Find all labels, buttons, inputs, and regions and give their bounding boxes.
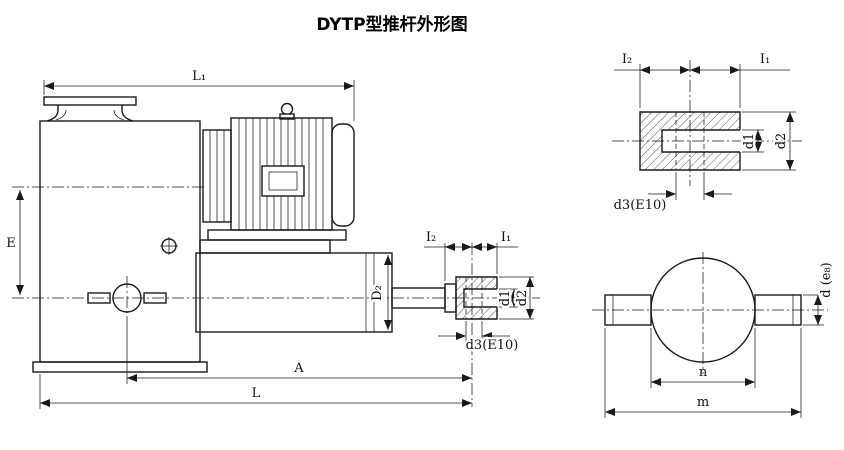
housing <box>32 120 208 373</box>
top-flange-bell <box>43 96 137 122</box>
dim-D2: D₂ <box>368 255 392 330</box>
terminal-box <box>261 165 305 197</box>
end-dim-label-d: d (e₈) <box>819 262 834 298</box>
dim-label-l2: I₂ <box>426 230 436 245</box>
end-dim-m: m <box>604 328 802 418</box>
fork-dim-label-d1: d1 <box>742 133 757 150</box>
dim-E: E <box>6 190 24 295</box>
fork-dim-label-l2: I₂ <box>622 52 632 67</box>
end-dim-label-m: m <box>697 395 709 410</box>
fork-detail-view: I₂ I₁ d1 d2 d3(E10) <box>611 52 802 216</box>
dim-label-L: L <box>252 386 261 401</box>
dim-label-d3: d3(E10) <box>466 338 519 353</box>
fork-dim-label-l1: I₁ <box>760 52 770 67</box>
dim-L1: L₁ <box>43 69 355 121</box>
motor-end-cap <box>331 123 355 227</box>
eye-bolt-base <box>279 113 295 120</box>
dim-label-d2: d2 <box>515 290 530 307</box>
main-view: L₁ E D₂ I₂ I₁ d1 <box>6 69 540 409</box>
dim-label-d1: d1 <box>498 290 513 307</box>
gear-section <box>199 239 331 254</box>
terminal-box-inner <box>268 171 298 191</box>
end-view: d (e₈) n m <box>592 252 837 418</box>
motor-base-plate <box>207 229 347 241</box>
end-dim-d: d (e₈) <box>803 260 837 326</box>
housing-base <box>32 361 208 373</box>
dim-d3: d3(E10) <box>438 321 521 356</box>
eye-bolt <box>280 102 294 116</box>
pivot <box>87 237 178 320</box>
dim-d1-d2: d1 d2 <box>496 276 534 320</box>
dim-L: L <box>39 374 472 409</box>
motor <box>199 102 355 254</box>
cylinder-assembly <box>195 252 498 333</box>
shaft-left <box>604 294 652 326</box>
fork-dim-l1: I₁ <box>690 52 790 108</box>
cylinder-tube <box>195 252 393 333</box>
fork-dim-d1: d1 <box>740 129 764 153</box>
dim-label-E: E <box>6 236 16 251</box>
dim-l2-l1: I₂ I₁ <box>424 230 518 281</box>
fork-dim-d2: d2 <box>742 111 796 171</box>
dim-label-l1: I₁ <box>501 230 511 245</box>
flange-plate <box>43 96 137 106</box>
end-dim-label-n: n <box>699 365 708 380</box>
dim-label-A: A <box>293 361 304 376</box>
fork-dim-label-d2: d2 <box>774 133 789 150</box>
fork-dim-l2: I₂ <box>614 52 690 108</box>
dim-label-L1: L₁ <box>192 69 206 84</box>
fork-dim-d3: d3(E10) <box>611 172 732 216</box>
dim-label-D2: D₂ <box>370 285 385 301</box>
dim-A: A <box>126 320 472 384</box>
end-dim-n: n <box>650 328 756 388</box>
housing-body <box>39 120 201 363</box>
page-title: DYTP型推杆外形图 <box>316 14 467 35</box>
fork-dim-label-d3: d3(E10) <box>614 198 667 213</box>
motor-left-fins <box>209 130 225 222</box>
